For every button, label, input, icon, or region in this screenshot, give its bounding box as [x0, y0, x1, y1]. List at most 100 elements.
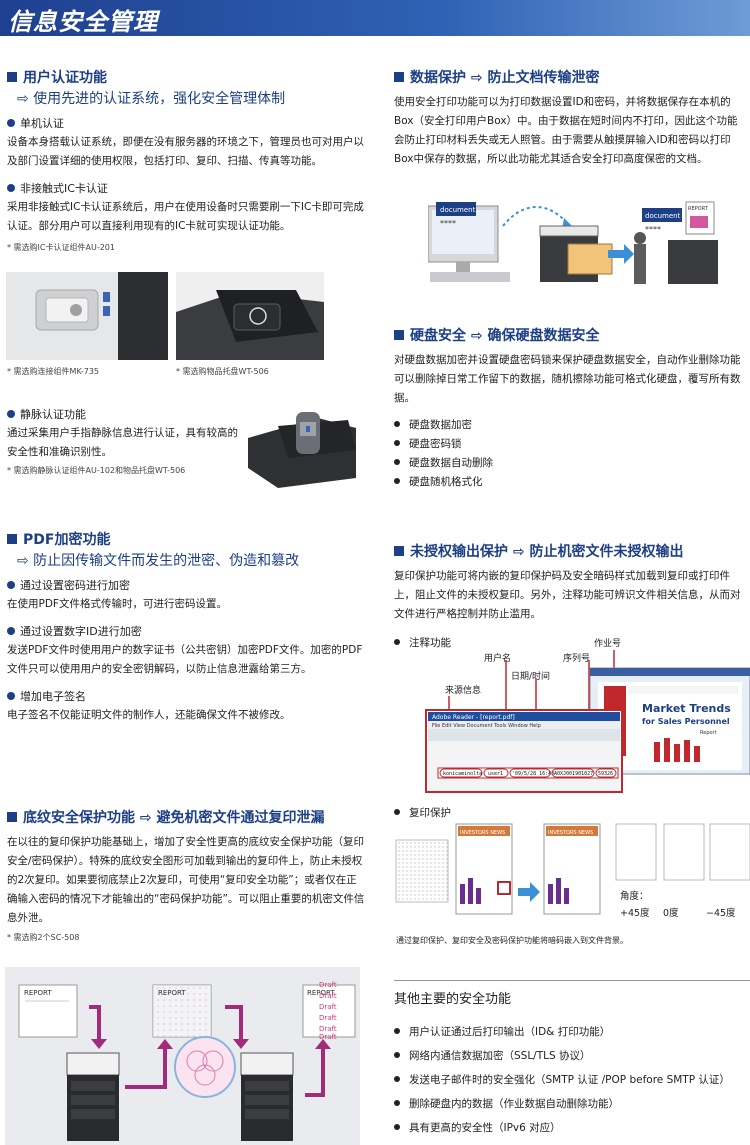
- svg-text:A0XJ001901027: A0XJ001901027: [554, 771, 593, 777]
- copy-section: 底纹安全保护功能 ⇨ 避免机密文件通过复印泄漏 在以往的复印保护功能基础上，增加…: [7, 808, 365, 944]
- svg-text:****: ****: [440, 219, 456, 228]
- report-label: REPORT: [24, 989, 52, 997]
- angle-minus45: −45度: [706, 908, 736, 919]
- svg-text:Draft: Draft: [319, 981, 337, 989]
- list-item: 发送电子邮件时的安全强化（SMTP 认证 /POP before SMTP 认证…: [394, 1068, 750, 1092]
- auth-title: 用户认证功能: [7, 68, 367, 89]
- svg-text:Draft: Draft: [319, 1014, 337, 1022]
- pdf-section: PDF加密功能 ⇨ 防止因传输文件而发生的泄密、伪造和篡改 通过设置密码进行加密…: [7, 530, 367, 725]
- list-item: 硬盘数据加密: [394, 416, 746, 435]
- label-source: 来源信息: [445, 686, 482, 696]
- bullet-icon: [7, 692, 15, 700]
- vein-head: 静脉认证功能: [7, 405, 247, 424]
- vein-note: * 需选购静脉认证组件AU-102和物品托盘WT-506: [7, 466, 186, 475]
- reader-window-title: Adobe Reader - [report.pdf]: [432, 714, 515, 721]
- annotation-screenshot: Market Trends for Sales Personnel Report…: [425, 650, 750, 793]
- square-bullet-icon: [394, 546, 404, 556]
- wt506-photo: [176, 272, 324, 360]
- vein-text: 通过采集用户手指静脉信息进行认证，具有较高的安全性和准确识别性。: [7, 427, 238, 458]
- reader-menu: File Edit View Document Tools Window Hel…: [432, 723, 541, 729]
- bullet-icon: [394, 639, 400, 645]
- pdf-item-head: 增加电子签名: [7, 687, 367, 706]
- pdf-title: PDF加密功能: [7, 530, 367, 551]
- square-bullet-icon: [7, 72, 17, 82]
- svg-text:konicaminolta: konicaminolta: [443, 771, 482, 777]
- pdf-item-head: 通过设置密码进行加密: [7, 576, 367, 595]
- list-item: 网络内通信数据加密（SSL/TLS 协议）: [394, 1044, 750, 1068]
- page-header: 信息安全管理: [0, 0, 750, 36]
- wt506-caption: * 需选购物品托盘WT-506: [176, 367, 269, 376]
- auth-item-text: 设备本身搭载认证系统，即便在没有服务器的环境之下，管理员也可对用户以及部门设置详…: [7, 136, 364, 167]
- auth-subtitle: ⇨ 使用先进的认证系统，强化安全管理体制: [17, 91, 286, 107]
- disk-title: 硬盘安全 ⇨ 确保硬盘数据安全: [394, 326, 746, 347]
- copy-title: 底纹安全保护功能 ⇨ 避免机密文件通过复印泄漏: [7, 808, 365, 829]
- page-title: 信息安全管理: [8, 8, 158, 36]
- pdf-item-text: 在使用PDF文件格式传输时，可进行密码设置。: [7, 598, 227, 610]
- list-item: 硬盘密码锁: [394, 435, 746, 454]
- document-label: document: [645, 212, 681, 220]
- list-item: 删除硬盘内的数据（作业数据自动删除功能）: [394, 1092, 750, 1116]
- label-datetime: 日期/时间: [511, 672, 551, 682]
- bullet-icon: [7, 627, 15, 635]
- bullet-icon: [394, 1124, 400, 1130]
- auth-item-head: 单机认证: [7, 114, 367, 133]
- bullet-icon: [7, 581, 15, 589]
- svg-text:****: ****: [645, 225, 661, 234]
- disk-text: 对硬盘数据加密并设置硬盘密码锁来保护硬盘数据安全，自动作业删除功能可以删除掉日常…: [394, 354, 741, 404]
- svg-text:Draft: Draft: [319, 992, 337, 1000]
- divider: [394, 980, 750, 981]
- mk735-photo: [6, 272, 168, 360]
- bullet-icon: [394, 1028, 400, 1034]
- bullet-icon: [7, 119, 15, 127]
- bullet-icon: [394, 1076, 400, 1082]
- copy-note: * 需选购2个SC-508: [7, 933, 80, 942]
- document-label: document: [440, 206, 476, 214]
- bullet-icon: [394, 1052, 400, 1058]
- report-label: REPORT: [688, 206, 709, 212]
- mk735-caption: * 需选购连接组件MK-735: [7, 367, 100, 376]
- printer-icon: [240, 1052, 294, 1141]
- vein-scanner-photo: [248, 412, 356, 488]
- bullet-icon: [394, 809, 400, 815]
- draft-watermark: Draft Draft Draft Draft Draft Draft: [319, 981, 337, 1041]
- annot-head: 注释功能: [394, 634, 748, 653]
- pdf-item-head: 通过设置数字ID进行加密: [7, 622, 367, 641]
- bullet-icon: [7, 410, 15, 418]
- copy-text: 在以往的复印保护功能基础上，增加了安全性更高的底纹安全保护功能（复印安全/密码保…: [7, 836, 365, 924]
- report-label: REPORT: [307, 989, 335, 997]
- bullet-icon: [394, 421, 400, 427]
- square-bullet-icon: [7, 534, 17, 544]
- unauth-title: 未授权输出保护 ⇨ 防止机密文件未授权输出: [394, 542, 748, 563]
- data-protect-title: 数据保护 ⇨ 防止文档传输泄密: [394, 68, 746, 89]
- market-trends-title: Market Trends: [642, 702, 731, 715]
- investors-title: INVESTORS NEWS: [460, 830, 505, 836]
- angle-plus45: +45度: [620, 908, 650, 919]
- copy-protect-head: 复印保护: [394, 804, 451, 823]
- bullet-icon: [394, 1100, 400, 1106]
- bullet-icon: [394, 478, 400, 484]
- unauth-text: 复印保护功能可将内嵌的复印保护码及安全暗码样式加载到复印或打印件上，阻止文件的未…: [394, 570, 741, 620]
- data-protect-section: 数据保护 ⇨ 防止文档传输泄密 使用安全打印功能可以为打印数据设置ID和密码，并…: [394, 68, 746, 169]
- market-trends-subtitle: for Sales Personnel: [642, 717, 730, 726]
- auth-section: 用户认证功能 ⇨ 使用先进的认证系统，强化安全管理体制 单机认证 设备本身搭载认…: [7, 68, 367, 254]
- other-title: 其他主要的安全功能: [394, 992, 512, 1007]
- annotation-stamp: konicaminolta user1 '09/5/28 16:40 A0XJ0…: [439, 768, 617, 778]
- secure-print-diagram: document **** document **** REPORT: [428, 201, 718, 284]
- bullet-icon: [394, 459, 400, 465]
- bullet-icon: [7, 184, 15, 192]
- pdf-item-text: 发送PDF文件时使用用户的数字证书（公共密钥）加密PDF文件。加密的PDF文件只…: [7, 644, 363, 675]
- label-user: 用户名: [484, 654, 512, 664]
- pdf-item-text: 电子签名不仅能证明文件的制作人，还能确保文件不被修改。: [7, 709, 291, 721]
- vein-block: 静脉认证功能 通过采集用户手指静脉信息进行认证，具有较高的安全性和准确识别性。 …: [7, 405, 247, 477]
- svg-text:'09/5/28 16:40: '09/5/28 16:40: [512, 771, 554, 777]
- square-bullet-icon: [7, 812, 17, 822]
- list-item: 硬盘随机格式化: [394, 473, 746, 492]
- copy-flow-diagram: REPORT REPORT REPORT Draft Draft Draft D…: [5, 967, 360, 1145]
- auth-item-head: 非接触式IC卡认证: [7, 179, 367, 198]
- market-trends-report: Report: [700, 730, 717, 736]
- angle-label: 角度：: [620, 891, 649, 902]
- label-serial: 序列号: [563, 654, 591, 664]
- square-bullet-icon: [394, 330, 404, 340]
- disk-list: 硬盘数据加密 硬盘密码锁 硬盘数据自动删除 硬盘随机格式化: [394, 416, 746, 492]
- other-section: 其他主要的安全功能 用户认证通过后打印输出（ID& 打印功能） 网络内通信数据加…: [394, 990, 750, 1140]
